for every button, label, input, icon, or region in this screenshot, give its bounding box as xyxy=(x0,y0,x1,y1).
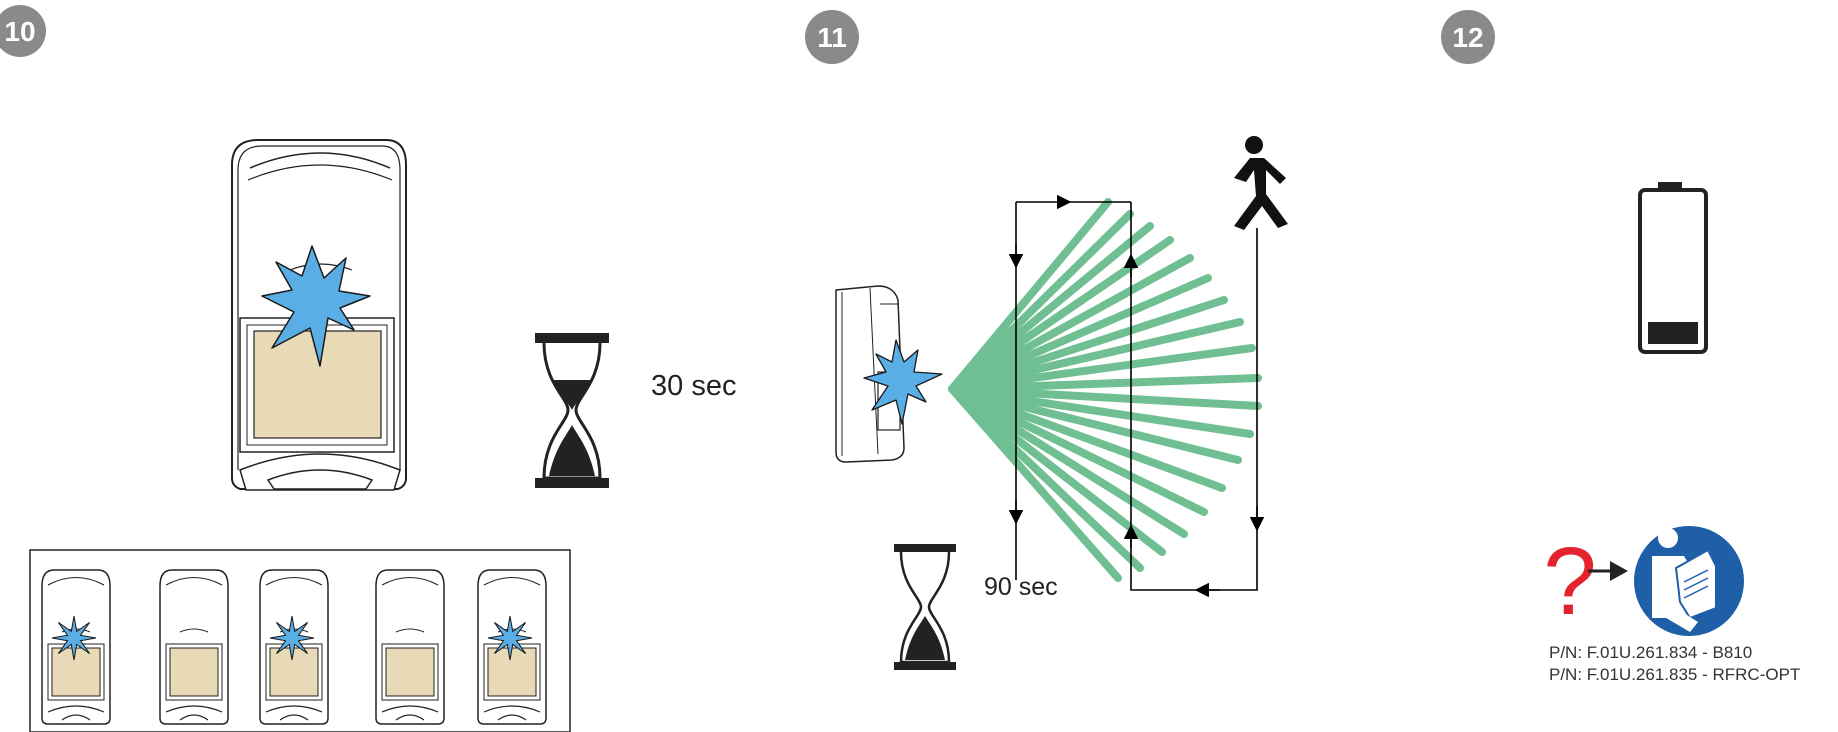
arrow-to-manual xyxy=(1588,561,1628,581)
flash-icon xyxy=(51,615,97,661)
step-11-badge: 11 xyxy=(805,10,859,64)
step-10-badge: 10 xyxy=(0,5,46,57)
detection-beams xyxy=(948,198,1262,582)
flash-icon xyxy=(261,245,371,367)
detection-beam xyxy=(948,274,1212,393)
wait-90-label: 90 sec xyxy=(984,573,1058,601)
sequence-detector xyxy=(477,569,547,725)
walk-path-arrows xyxy=(1008,194,1265,598)
detector-sequence xyxy=(41,569,547,725)
detection-beam xyxy=(948,385,1208,516)
detection-beam xyxy=(948,385,1254,438)
step-12-badge: 12 xyxy=(1441,10,1495,64)
detection-beam xyxy=(948,385,1226,492)
detection-beam xyxy=(948,374,1262,393)
detection-beam xyxy=(948,296,1228,393)
detection-beam xyxy=(948,385,1122,582)
walking-person-icon xyxy=(1234,136,1288,230)
step-12-number: 12 xyxy=(1452,22,1483,53)
battery-low-icon xyxy=(1638,182,1708,354)
flash-icon xyxy=(269,615,315,661)
detection-beam xyxy=(948,318,1244,393)
part-number-2: P/N: F.01U.261.835 - RFRC-OPT xyxy=(1549,665,1800,684)
step-10-number: 10 xyxy=(4,16,35,47)
part-number-1: P/N: F.01U.261.834 - B810 xyxy=(1549,643,1752,662)
detection-beam xyxy=(948,254,1194,393)
detection-beam xyxy=(948,385,1242,464)
question-icon: ? xyxy=(1543,528,1596,635)
flash-icon xyxy=(863,339,943,425)
sequence-detector xyxy=(41,569,111,725)
sequence-detector xyxy=(159,569,229,725)
wait-30-label: 30 sec xyxy=(651,370,736,402)
hourglass-icon xyxy=(535,333,609,488)
sequence-detector xyxy=(259,569,329,725)
read-manual-icon xyxy=(1634,526,1744,636)
detection-beam xyxy=(948,385,1188,538)
sequence-detector xyxy=(375,569,445,725)
flash-icon xyxy=(487,615,533,661)
detection-beam xyxy=(948,344,1256,393)
step-11-number: 11 xyxy=(817,22,847,53)
hourglass-icon xyxy=(894,544,956,670)
detection-beam xyxy=(948,385,1262,410)
